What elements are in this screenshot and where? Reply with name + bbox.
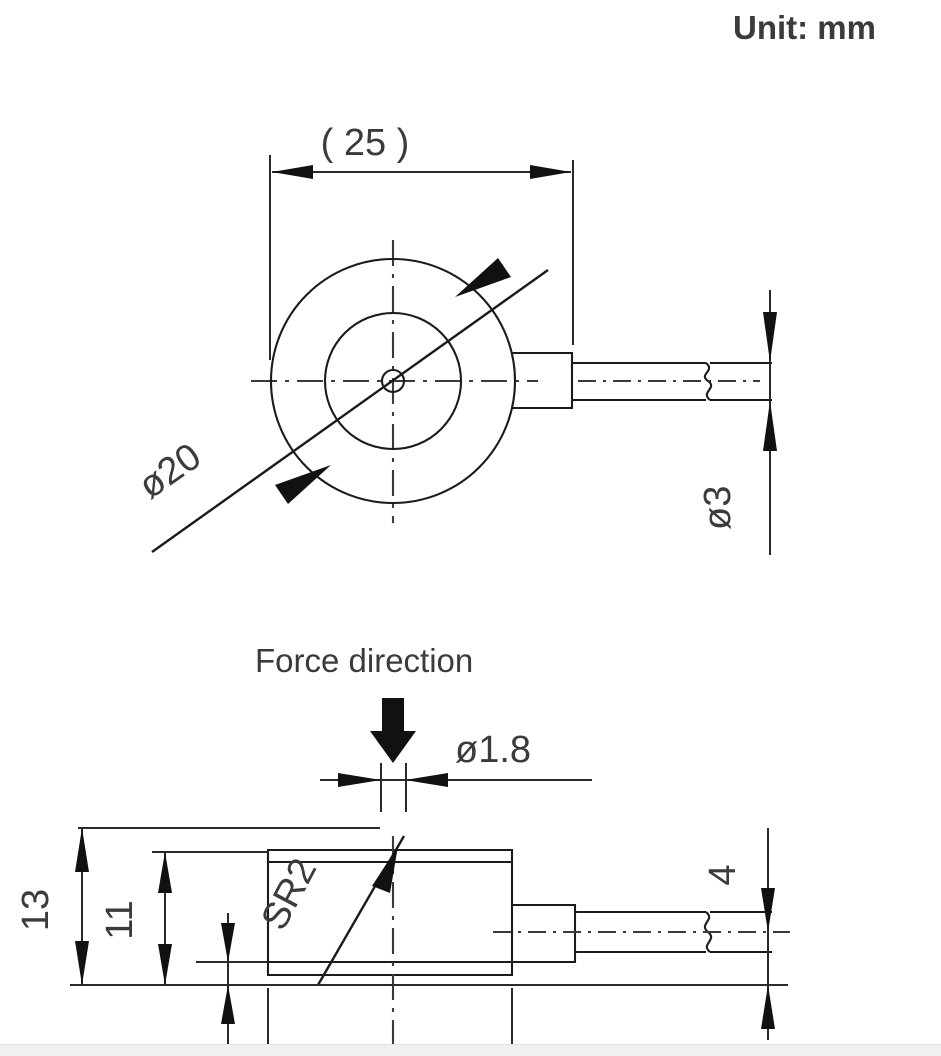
cable-collar-side-view: [513, 903, 577, 964]
arrowhead-upper-diameter-20: [455, 258, 511, 297]
dimension-label-25: ( 25 ): [321, 122, 410, 164]
arrowhead-lower-diameter-3: [763, 401, 777, 451]
dimension-label-13: 13: [15, 889, 57, 931]
dimension-label-11: 11: [99, 900, 141, 939]
arrowhead-upper-diameter-3: [763, 312, 777, 362]
top-view-group: [151, 155, 777, 555]
arrowhead-bottom-base-thickness: [221, 985, 235, 1024]
arrowhead-sr2: [372, 846, 398, 893]
arrowhead-left-25: [272, 165, 313, 179]
dimension-label-diameter-20: ø20: [131, 435, 209, 507]
leader-line-diameter-20: [151, 269, 549, 553]
body-block-side-view: [266, 848, 514, 977]
force-direction-arrow: [370, 698, 416, 763]
arrowhead-right-diameter-1-8: [405, 773, 448, 787]
arrowhead-bottom-4: [761, 985, 775, 1029]
unit-note-label: Unit: mm: [733, 9, 876, 46]
dimension-label-diameter-1-8: ø1.8: [455, 729, 531, 771]
inner-circle-top-view: [323, 311, 463, 451]
arrowhead-bottom-11: [158, 944, 172, 985]
text-labels-group: Unit: mm ( 25 ) ø20 ø3 Force direction ø…: [15, 9, 876, 940]
dimension-label-4: 4: [702, 864, 744, 885]
arrowhead-left-diameter-1-8: [338, 773, 381, 787]
arrowhead-top-13: [75, 828, 89, 872]
arrowhead-lower-diameter-20: [275, 465, 331, 504]
side-view-group: [70, 698, 790, 1056]
outer-circle-top-view: [269, 257, 517, 505]
arrowhead-top-4: [761, 888, 775, 932]
force-direction-label: Force direction: [255, 642, 473, 679]
arrowhead-bottom-13: [75, 941, 89, 985]
center-hole-top-view: [380, 368, 406, 394]
dimension-label-sr2: SR2: [254, 852, 326, 937]
arrowhead-top-11: [158, 852, 172, 893]
cable-collar-top-view: [512, 351, 574, 410]
arrowhead-top-base-thickness: [221, 923, 235, 962]
dimension-label-diameter-3: ø3: [697, 486, 739, 530]
bottom-edge-strip: [0, 1044, 941, 1056]
arrowhead-right-25: [530, 165, 571, 179]
